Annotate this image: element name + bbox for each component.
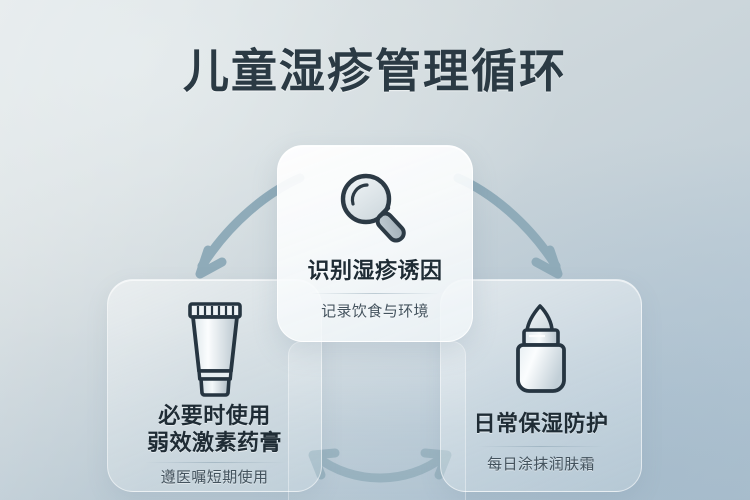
card-center-subtitle: 记录饮食与环境 [321,303,429,320]
lotion-bottle-icon [500,298,582,398]
card-identify-triggers[interactable]: 识别湿疹诱因 记录饮食与环境 [277,145,473,342]
card-topical-steroid[interactable]: 必要时使用 弱效激素药膏 遵医嘱短期使用 [107,279,322,492]
card-left-subtitle: 遵医嘱短期使用 [160,469,269,486]
card-right-subtitle: 每日涂抹润肤霜 [487,456,595,473]
card-right-divider [477,446,605,447]
page-title: 儿童湿疹管理循环 [183,45,567,97]
card-left-divider [144,462,285,463]
magnifying-glass-icon [333,165,417,251]
card-center-divider [311,293,439,294]
card-right-title: 日常保湿防护 [473,411,609,436]
ointment-tube-icon [178,298,252,398]
card-daily-moisturizing[interactable]: 日常保湿防护 每日涂抹润肤霜 [440,279,642,492]
card-left-title-line2: 弱效激素药膏 [146,430,282,455]
card-center-title: 识别湿疹诱因 [307,258,443,283]
card-left-title-line1: 必要时使用 [158,403,271,428]
